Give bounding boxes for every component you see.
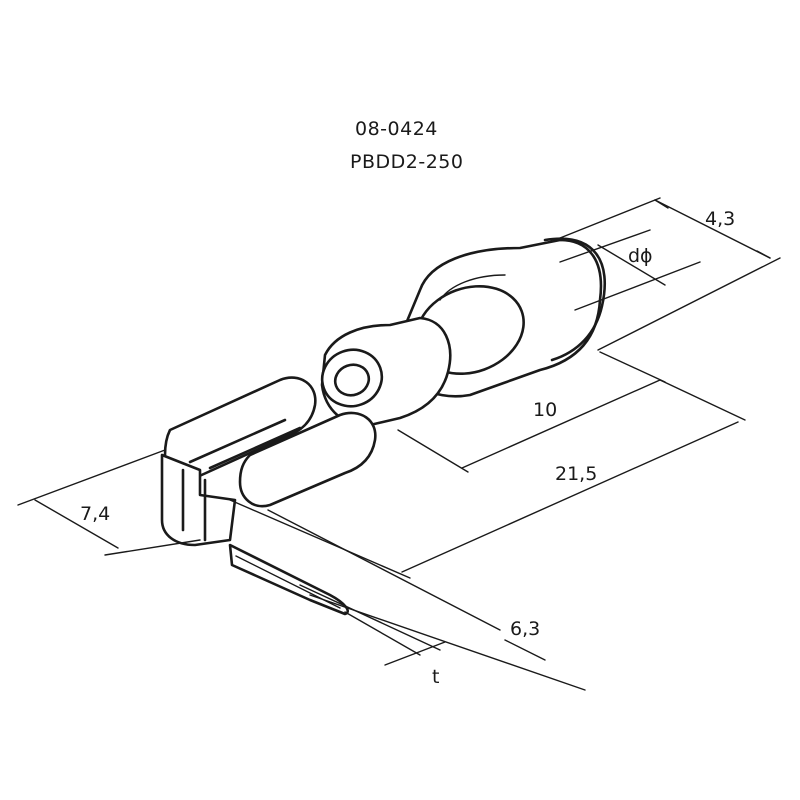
dim-label-height: 7,4: [80, 503, 110, 525]
barrel-opening: [333, 363, 371, 397]
dim-label-wire-diameter: dϕ: [628, 245, 653, 267]
connector-body: [160, 237, 607, 616]
dim-label-thickness: t: [432, 666, 439, 688]
part-code: 08-0424: [355, 118, 438, 140]
sleeve-inner-line: [439, 274, 506, 301]
dimension-height: 7,4: [17, 449, 201, 556]
dim-label-tab-width: 6,3: [510, 618, 540, 640]
dimension-sleeve-length: 10: [397, 351, 666, 473]
dim-label-total-length: 21,5: [555, 463, 597, 485]
dim-label-sleeve-length: 10: [533, 399, 557, 421]
dimension-total-length: 21,5: [229, 379, 746, 579]
part-model: PBDD2-250: [350, 151, 463, 173]
arrow-tick-2: [756, 250, 771, 259]
receptacle-base: [160, 453, 237, 547]
receptacle-slot-line-2: [208, 426, 302, 470]
receptacle-roll-left: [163, 376, 317, 481]
dimension-wire-diameter: dϕ: [559, 229, 701, 311]
dim-label-insulation-width: 4,3: [705, 208, 735, 230]
sleeve-rear-end: [543, 237, 607, 362]
arrow-tick-1: [654, 199, 669, 209]
dimension-insulation-width: 4,3: [554, 197, 781, 351]
dimension-thickness: t: [299, 584, 446, 688]
receptacle-roll-right: [238, 411, 377, 508]
receptacle-slot-line: [188, 418, 287, 464]
